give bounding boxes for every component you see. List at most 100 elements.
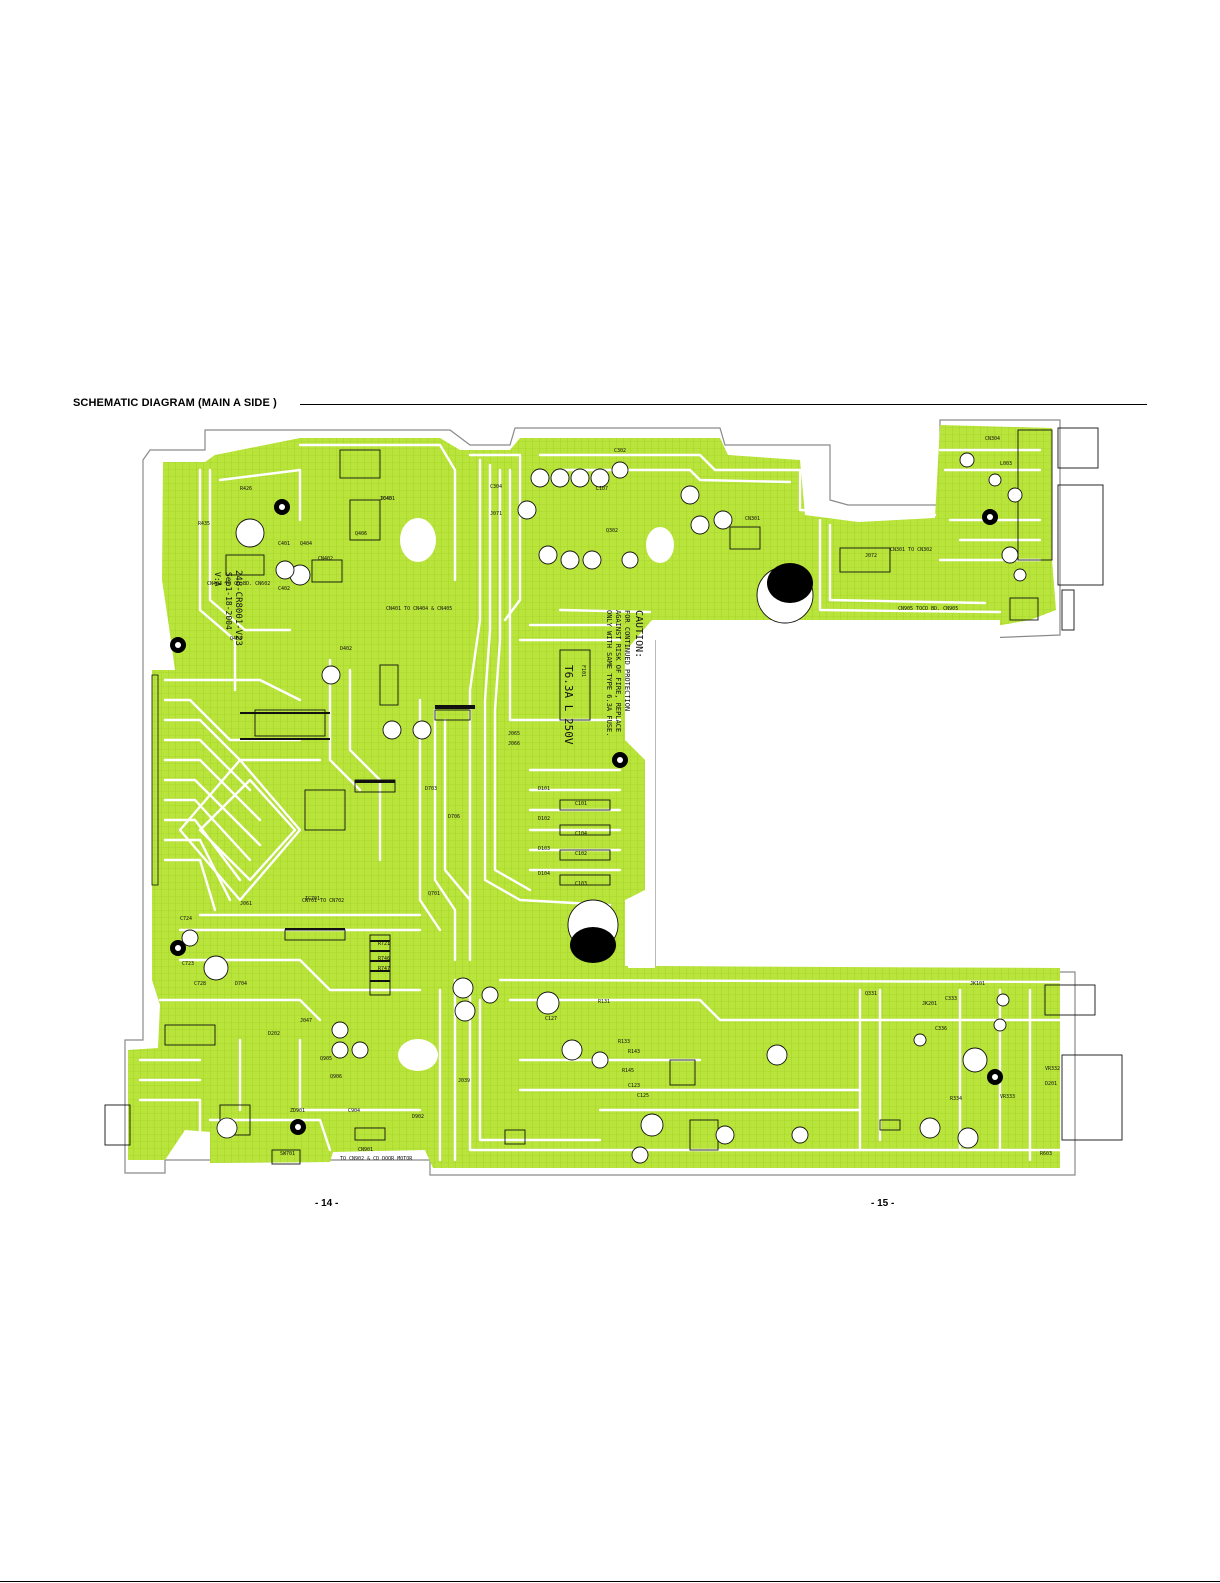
- connector-label: CN905 TOCD BD. CN905: [898, 606, 958, 612]
- capacitors: [181, 452, 1027, 1164]
- part-label: D104: [538, 871, 550, 877]
- caution-heading: CAUTION:: [633, 610, 644, 658]
- connector-label: CN701 TO CN702: [302, 898, 344, 904]
- board-part-number: 248-CR8001-V23: [233, 570, 243, 646]
- part-label: D101: [538, 786, 550, 792]
- part-label: Q302: [606, 528, 618, 534]
- part-label: IC401: [380, 496, 395, 502]
- part-label: C101: [575, 801, 587, 807]
- part-label: R131: [598, 999, 610, 1005]
- part-label: J072: [865, 553, 877, 559]
- part-label: C402: [278, 586, 290, 592]
- part-label: C123: [628, 1083, 640, 1089]
- part-label: CN304: [985, 436, 1000, 442]
- part-label: R133: [618, 1039, 630, 1045]
- part-label: CN402: [318, 556, 333, 562]
- part-label: Q406: [355, 531, 367, 537]
- connector-label: CN403 TO CD BD. CN602: [207, 581, 270, 587]
- part-label: C723: [182, 961, 194, 967]
- title-rule: [300, 404, 1147, 405]
- fuse-ref: F101: [580, 665, 586, 677]
- part-label: J039: [458, 1078, 470, 1084]
- part-label: J045: [380, 496, 392, 502]
- board-date: Sep1-18-2004: [224, 572, 233, 630]
- part-label: C724: [180, 916, 192, 922]
- part-label: D201: [1045, 1081, 1057, 1087]
- part-label: Q404: [300, 541, 312, 547]
- part-label: D703: [425, 786, 437, 792]
- part-label: Q701: [428, 891, 440, 897]
- part-label: Q331: [865, 991, 877, 997]
- part-label: C302: [614, 448, 626, 454]
- part-label: C102: [575, 851, 587, 857]
- part-label: IC701: [305, 896, 320, 902]
- part-label: D402: [340, 646, 352, 652]
- part-label: D704: [235, 981, 247, 987]
- part-label: L003: [1000, 461, 1012, 467]
- connector-label: CN401 TO CN404 & CN405: [386, 606, 452, 612]
- cap-blob: [570, 927, 616, 963]
- part-label: C304: [490, 484, 502, 490]
- part-label: R426: [240, 486, 252, 492]
- part-label: C333: [945, 996, 957, 1002]
- part-label: L107: [596, 486, 608, 492]
- connector-label: TO CN902 & CD DOOR MOTOR: [340, 1156, 413, 1162]
- part-label: R435: [198, 521, 210, 527]
- caution-line-2: AGAINST RISK OF FIRE, REPLACE: [614, 610, 622, 732]
- part-label: VR333: [1000, 1094, 1015, 1100]
- part-label: Q906: [330, 1074, 342, 1080]
- cap-blob: [767, 563, 813, 603]
- part-label: C904: [348, 1108, 360, 1114]
- page-title: SCHEMATIC DIAGRAM (MAIN A SIDE ): [73, 397, 277, 409]
- bottom-rule: [0, 1581, 1220, 1582]
- part-label: Q403: [230, 636, 242, 642]
- part-label: R746: [378, 956, 390, 962]
- part-label: C104: [575, 831, 587, 837]
- caution-line-1: FOR CONTINUED PROTECTION: [623, 610, 631, 711]
- part-label: C336: [935, 1026, 947, 1032]
- mounting-holes: [170, 499, 1003, 1135]
- part-label: D103: [538, 846, 550, 852]
- part-label: C401: [278, 541, 290, 547]
- part-label: D102: [538, 816, 550, 822]
- part-label: ZD901: [290, 1108, 305, 1114]
- part-label: VR332: [1045, 1066, 1060, 1072]
- connector-label: CN901: [358, 1147, 373, 1153]
- caution-line-3: ONLY WITH SAME TYPE 6.3A FUSE.: [605, 610, 613, 736]
- part-label: R603: [1040, 1151, 1052, 1157]
- part-label: JK101: [970, 981, 985, 987]
- components: [104, 427, 1123, 1165]
- part-label: D706: [448, 814, 460, 820]
- part-label: J047: [300, 1018, 312, 1024]
- page-number-left: - 14 -: [315, 1198, 339, 1209]
- part-label: J071: [490, 511, 502, 517]
- page-number-right: - 15 -: [871, 1198, 895, 1209]
- part-label: SW701: [280, 1151, 295, 1157]
- part-label: D902: [412, 1114, 424, 1120]
- part-label: R334: [950, 1096, 962, 1102]
- part-label: C125: [637, 1093, 649, 1099]
- part-label: C728: [194, 981, 206, 987]
- part-label: C127: [545, 1016, 557, 1022]
- board-text: 248-CR8001-V23 Sep1-18-2004 V:A CAUTION:…: [207, 547, 958, 1162]
- part-label: C103: [575, 881, 587, 887]
- connector-label: CN301 TO CN302: [890, 547, 932, 553]
- part-label: Q905: [320, 1056, 332, 1062]
- fuse-rating: T6.3A L 250V: [562, 665, 575, 745]
- part-label: R143: [628, 1049, 640, 1055]
- board-outline: [124, 419, 1076, 1176]
- ic-pins: [151, 674, 475, 982]
- part-label: R747: [378, 966, 390, 972]
- board-version: V:A: [213, 572, 222, 587]
- part-label: R721: [378, 941, 390, 947]
- part-label: J065: [508, 731, 520, 737]
- board-cutout: [628, 620, 1000, 968]
- part-label: JK201: [922, 1001, 937, 1007]
- part-label: R145: [622, 1068, 634, 1074]
- part-label: J066: [508, 741, 520, 747]
- part-label: CN301: [745, 516, 760, 522]
- part-label: J061: [240, 901, 252, 907]
- part-label: D202: [268, 1031, 280, 1037]
